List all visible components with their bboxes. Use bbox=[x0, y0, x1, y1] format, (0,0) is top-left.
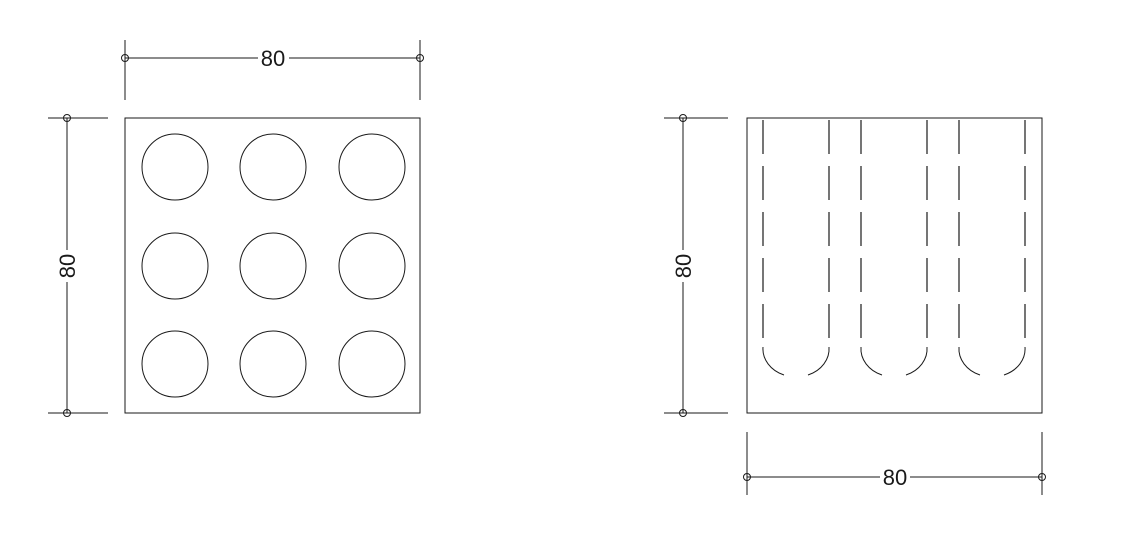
side-height-label: 80 bbox=[671, 254, 696, 278]
front-height-label: 80 bbox=[55, 254, 80, 278]
hole-circle bbox=[239, 232, 307, 300]
hidden-bore bbox=[958, 120, 1026, 376]
side-width-dimension: 80 bbox=[743, 432, 1046, 495]
hidden-bore bbox=[762, 120, 830, 376]
side-height-dimension: 80 bbox=[664, 114, 728, 417]
side-view: 80 80 bbox=[664, 114, 1046, 495]
front-height-dimension: 80 bbox=[48, 114, 108, 417]
hole-circle bbox=[239, 330, 307, 398]
front-width-dimension: 80 bbox=[121, 40, 424, 100]
hole-circle bbox=[338, 232, 406, 300]
front-view-outline bbox=[124, 117, 421, 414]
hole-circle bbox=[141, 133, 209, 201]
hole-circle bbox=[338, 330, 406, 398]
front-width-label: 80 bbox=[261, 46, 285, 71]
front-view-holes bbox=[141, 133, 406, 398]
side-view-outline bbox=[746, 117, 1043, 414]
hole-circle bbox=[141, 232, 209, 300]
hole-circle bbox=[239, 133, 307, 201]
hidden-bore bbox=[860, 120, 928, 376]
side-width-label: 80 bbox=[883, 465, 907, 490]
hole-circle bbox=[141, 330, 209, 398]
hole-circle bbox=[338, 133, 406, 201]
front-view: 80 80 bbox=[48, 40, 424, 417]
